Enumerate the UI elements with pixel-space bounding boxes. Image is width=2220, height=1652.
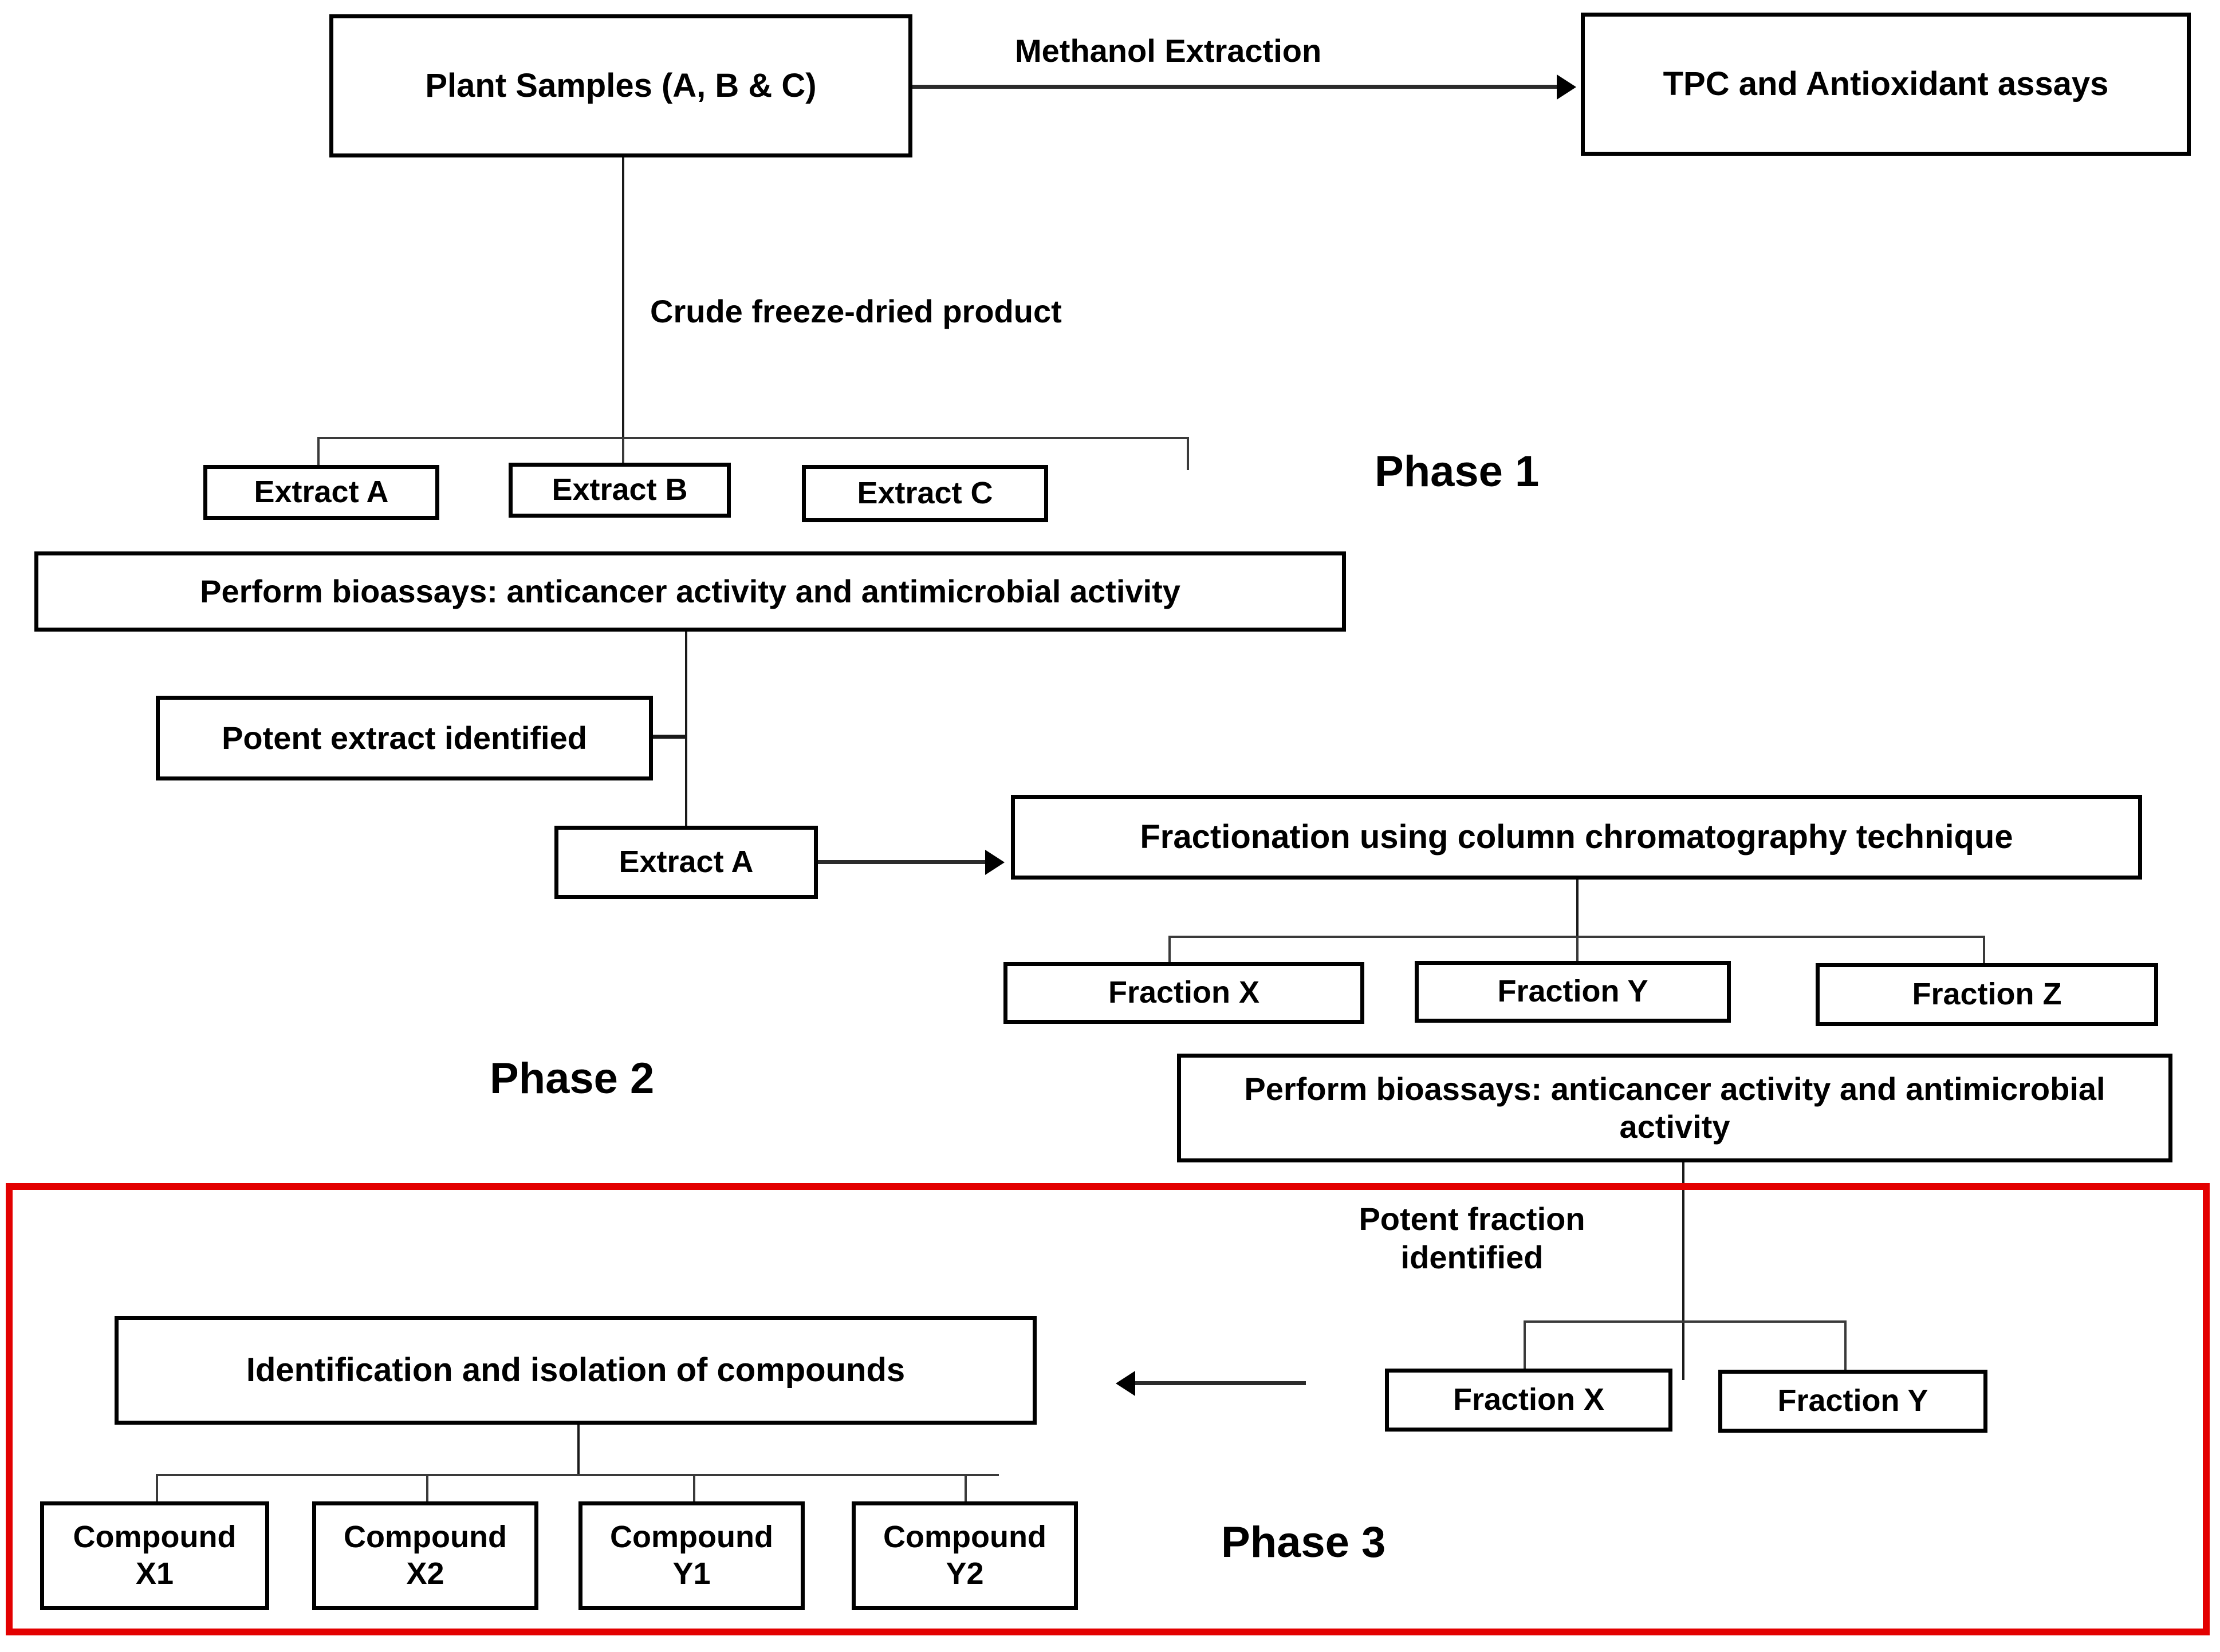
connector-identification-down: [577, 1425, 580, 1476]
connector-compound-x1-drop: [156, 1474, 158, 1506]
connector-potent-fraction-y-drop: [1844, 1320, 1847, 1383]
node-compound-y2[interactable]: Compound Y2: [852, 1501, 1078, 1610]
connector-bioassays-down: [685, 632, 687, 828]
node-potent-extract-identified[interactable]: Potent extract identified: [156, 696, 653, 780]
node-fraction-x[interactable]: Fraction X: [1003, 962, 1364, 1024]
phase-label-1: Phase 1: [1375, 447, 1540, 496]
connector-potent-fractions-bus: [1524, 1320, 1844, 1323]
node-extract-a[interactable]: Extract A: [203, 465, 439, 520]
node-compound-x2[interactable]: Compound X2: [312, 1501, 538, 1610]
connector-extract-a-drop: [317, 437, 320, 470]
connector-plant-down: [622, 157, 624, 438]
connector-extract-c-drop: [1187, 437, 1189, 470]
connector-compound-y2-drop: [965, 1474, 967, 1506]
arrow-extracta-to-fractionation-head: [985, 850, 1005, 875]
arrow-to-identification-line: [1134, 1381, 1306, 1385]
arrow-plant-to-tpc-line: [912, 85, 1557, 89]
node-fraction-y[interactable]: Fraction Y: [1415, 961, 1731, 1023]
node-bioassays-extracts[interactable]: Perform bioassays: anticancer activity a…: [34, 551, 1346, 632]
node-extract-c[interactable]: Extract C: [802, 465, 1048, 522]
arrow-plant-to-tpc-head: [1557, 74, 1576, 100]
node-fraction-y-potent[interactable]: Fraction Y: [1718, 1370, 1987, 1433]
node-tpc-assays[interactable]: TPC and Antioxidant assays: [1581, 13, 2191, 156]
connector-fraction-x-drop: [1168, 936, 1171, 964]
node-bioassays-fractions[interactable]: Perform bioassays: anticancer activity a…: [1177, 1054, 2172, 1162]
connector-compounds-bus: [156, 1474, 999, 1476]
connector-bioassays2-down: [1682, 1162, 1684, 1380]
arrow-to-identification-head: [1116, 1371, 1135, 1396]
node-extract-a-potent[interactable]: Extract A: [554, 826, 818, 899]
connector-compound-x2-drop: [426, 1474, 428, 1506]
connector-fractionation-down: [1576, 880, 1579, 937]
connector-compound-y1-drop: [693, 1474, 695, 1506]
phase-label-3: Phase 3: [1221, 1518, 1386, 1567]
arrow-extracta-to-fractionation-line: [818, 860, 985, 864]
node-fraction-z[interactable]: Fraction Z: [1816, 963, 2158, 1026]
edge-label-methanol-extraction: Methanol Extraction: [1015, 33, 1322, 69]
connector-fraction-y-drop: [1576, 936, 1579, 964]
connector-potent-fraction-x-drop: [1524, 1320, 1526, 1383]
connector-extracts-bus: [317, 437, 1188, 439]
node-plant-samples[interactable]: Plant Samples (A, B & C): [329, 14, 912, 157]
edge-label-potent-fraction: Potent fraction identified: [1359, 1201, 1585, 1276]
connector-fraction-z-drop: [1983, 936, 1985, 964]
connector-extract-b-drop: [622, 437, 624, 470]
node-identification[interactable]: Identification and isolation of compound…: [115, 1316, 1037, 1425]
node-fractionation[interactable]: Fractionation using column chromatograph…: [1011, 795, 2142, 880]
node-compound-x1[interactable]: Compound X1: [40, 1501, 269, 1610]
node-fraction-x-potent[interactable]: Fraction X: [1385, 1369, 1672, 1432]
phase-label-2: Phase 2: [490, 1054, 655, 1103]
connector-potent-extract-link: [653, 735, 686, 739]
edge-label-crude-product: Crude freeze-dried product: [650, 293, 1062, 329]
node-extract-b[interactable]: Extract B: [509, 463, 731, 518]
node-compound-y1[interactable]: Compound Y1: [578, 1501, 805, 1610]
